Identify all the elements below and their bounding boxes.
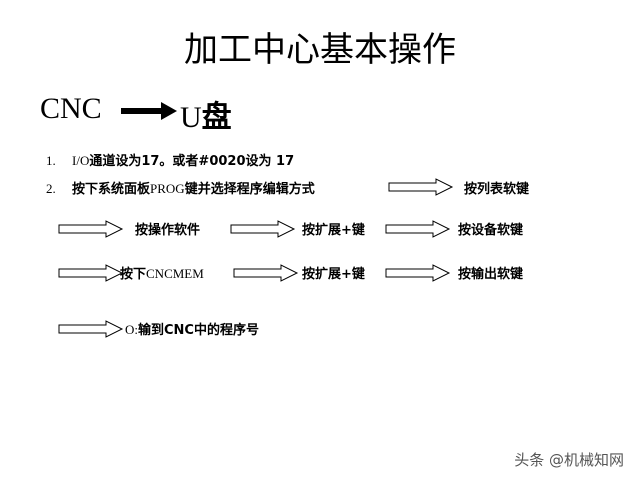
step-press-cncmem-code: CNCMEM	[146, 266, 204, 281]
step-enter-program-number: O:输到CNC中的程序号	[125, 319, 259, 338]
step-1-text-b: 通道设为17。或者#0020设为 17	[89, 154, 295, 169]
watermark: 头条 @机械知网	[514, 451, 624, 469]
arrow-r3-1-icon	[58, 264, 124, 282]
target-label: U盘	[180, 92, 232, 136]
step-list-softkey: 按列表软键	[464, 182, 530, 197]
step-device-softkey: 按设备软键	[458, 223, 524, 238]
step-2-text-b: PROG	[150, 181, 185, 196]
page-title: 加工中心基本操作	[184, 30, 456, 70]
step-2-num: 2.	[46, 181, 56, 196]
thick-right-arrow-icon	[121, 102, 177, 120]
step-2-text-c: 键并选择程序编辑方式	[184, 182, 315, 197]
source-label: CNC	[40, 92, 102, 125]
step-1-text-a: I/O	[72, 153, 90, 168]
arrow-r4-1-icon	[58, 320, 124, 338]
step-operation-softkey: 按操作软件	[135, 223, 201, 238]
arrow-r1-1-icon	[388, 178, 454, 196]
arrow-r3-2-icon	[233, 264, 299, 282]
step-enter-program-prefix: O:	[125, 322, 138, 337]
arrow-r3-3-icon	[385, 264, 451, 282]
step-enter-program-text: 输到CNC中的程序号	[138, 323, 259, 338]
step-1-num: 1.	[46, 153, 56, 168]
arrow-r2-1-icon	[58, 220, 124, 238]
step-press-cncmem: 按下CNCMEM	[120, 263, 204, 282]
arrow-r2-2-icon	[230, 220, 296, 238]
step-1: 1. I/O通道设为17。或者#0020设为 17	[46, 150, 294, 169]
step-expand-key-1: 按扩展+键	[302, 223, 365, 238]
step-output-softkey: 按输出软键	[458, 267, 524, 282]
target-label-suffix: 盘	[201, 100, 232, 135]
step-2-text-a: 按下系统面板	[72, 182, 151, 197]
step-expand-key-2: 按扩展+键	[302, 267, 365, 282]
step-press-cncmem-prefix: 按下	[120, 267, 147, 282]
target-label-prefix: U	[180, 101, 202, 134]
arrow-r2-3-icon	[385, 220, 451, 238]
step-2: 2. 按下系统面板PROG键并选择程序编辑方式	[46, 178, 315, 197]
